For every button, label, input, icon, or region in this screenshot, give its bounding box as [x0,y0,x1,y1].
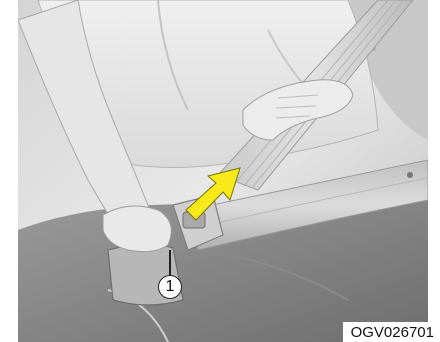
callout-leader-line [169,250,171,276]
callout-marker: 1 [158,275,182,299]
callout-number: 1 [166,278,175,296]
figure-code: OGV026701 [343,322,440,342]
seatbelt-drawing [18,0,428,342]
seatbelt-illustration: 1 [18,0,428,342]
lap-belt-rivet [407,172,413,178]
